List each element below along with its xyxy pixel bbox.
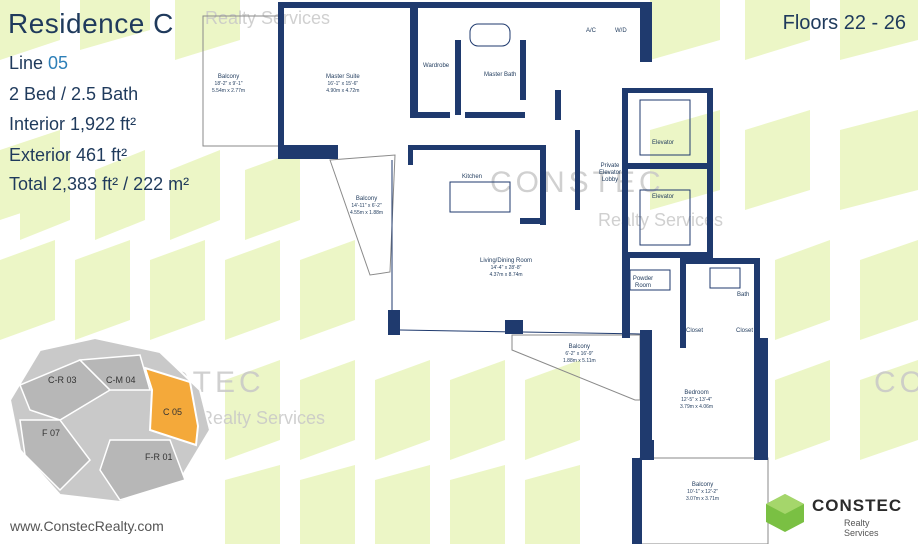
key-label: F 07 — [42, 428, 61, 438]
balcony-mid-outline — [511, 334, 641, 401]
room-name: Balcony — [568, 344, 591, 350]
room-dim-m: 4.90m x 4.72m — [326, 88, 360, 94]
room-name: Kitchen — [462, 174, 483, 180]
room-dim-m: 4.37m x 8.74m — [489, 272, 523, 278]
room-wardrobe: Wardrobe — [423, 63, 449, 70]
interior-info: Interior 1,922 ft² — [9, 114, 136, 135]
page-title: Residence C — [8, 8, 174, 39]
room-name: W/D — [615, 28, 627, 34]
logo-brand: CONSTEC — [812, 496, 903, 515]
website-link[interactable]: www.ConstecRealty.com — [10, 518, 164, 534]
room-name: Wardrobe — [423, 63, 450, 69]
room-name: Closet — [686, 328, 704, 334]
watermark-tag: Realty Services — [200, 408, 326, 428]
room-master-bath: Master Bath — [484, 72, 516, 79]
room-private-lobby: Private Elevator Lobby — [590, 163, 630, 184]
room-name: Balcony — [355, 196, 378, 202]
interior-value: 1,922 ft² — [70, 114, 137, 134]
exterior-label: Exterior — [9, 145, 77, 165]
room-kitchen: Kitchen — [462, 174, 482, 181]
room-closet-1: Closet — [686, 328, 703, 335]
room-dim-m: 1.88m x 5.11m — [563, 358, 596, 364]
room-dim-m: 5.54m x 2.77m — [212, 88, 246, 94]
room-bath: Bath — [737, 292, 749, 299]
room-dim-ft: 6'-2" x 16'-9" — [565, 351, 594, 357]
room-bedroom: Bedroom 12'-5" x 13'-4" 3.79m x 4.06m — [680, 390, 713, 411]
constec-logo: CONSTEC Realty Services — [764, 492, 904, 538]
total-label: Total — [9, 174, 53, 194]
beds-baths: 2 Bed / 2.5 Bath — [9, 84, 139, 104]
room-balcony-left: Balcony 14'-11" x 6'-2" 4.55m x 1.88m — [350, 196, 383, 217]
logo-tagline: Realty Services — [844, 518, 879, 538]
room-elevator-1: Elevator — [652, 140, 674, 147]
room-dim-ft: 10'-1" x 12'-2" — [687, 489, 718, 495]
room-name: Private Elevator Lobby — [598, 163, 621, 183]
room-dim-ft: 18'-2" x 9'-1" — [214, 81, 243, 87]
total-value: 2,383 ft² / 222 m² — [52, 174, 190, 194]
exterior-info: Exterior 461 ft² — [9, 145, 127, 166]
key-plan — [8, 336, 212, 504]
total-info: Total 2,383 ft² / 222 m² — [9, 174, 189, 195]
room-name: Closet — [736, 328, 754, 334]
room-name: Elevator — [652, 194, 675, 200]
balcony-left-outline — [329, 154, 396, 276]
room-ac: A/C — [586, 28, 596, 35]
room-name: Powder Room — [632, 276, 654, 289]
key-label: C 05 — [163, 407, 183, 417]
key-label: C-R 03 — [48, 375, 77, 385]
room-balcony-top: Balcony 18'-2" x 9'-1" 5.54m x 2.77m — [212, 74, 245, 95]
room-name: Bedroom — [684, 390, 709, 396]
room-balcony-bottom: Balcony 10'-1" x 12'-2" 3.07m x 3.71m — [686, 482, 719, 503]
key-label: C-M 04 — [106, 375, 136, 385]
room-name: A/C — [586, 28, 597, 34]
room-name: Bath — [737, 292, 750, 298]
watermark-tag: Realty Services — [205, 8, 331, 28]
room-name: Balcony — [691, 482, 714, 488]
room-dim-ft: 12'-5" x 13'-4" — [681, 397, 712, 403]
room-powder-room: Powder Room — [630, 276, 656, 290]
room-name: Master Bath — [484, 72, 517, 78]
watermark-tag: Realty Services — [598, 210, 724, 230]
key-plan-highlight — [143, 366, 200, 447]
room-wd: W/D — [615, 28, 627, 35]
constec-logo-icon — [766, 494, 804, 532]
room-closet-2: Closet — [736, 328, 753, 335]
room-elevator-2: Elevator — [652, 194, 674, 201]
room-name: Balcony — [217, 74, 240, 80]
interior-label: Interior — [9, 114, 71, 134]
exterior-value: 461 ft² — [76, 145, 128, 165]
room-balcony-mid: Balcony 6'-2" x 16'-9" 1.88m x 5.11m — [563, 344, 596, 365]
room-dim-ft: 16'-1" x 15'-6" — [327, 81, 359, 87]
watermark-brand: CONSTEC — [874, 366, 918, 399]
floors-label: Floors 22 - 26 — [782, 12, 906, 34]
room-name: Master Suite — [326, 74, 360, 80]
room-dim-m: 3.79m x 4.06m — [680, 404, 714, 410]
key-label: F-R 01 — [145, 452, 173, 462]
room-dim-m: 4.55m x 1.88m — [350, 210, 384, 216]
room-living-dining: Living/Dining Room 14'-4" x 28'-8" 4.37m… — [480, 258, 532, 279]
line-value: 05 — [48, 53, 69, 73]
room-name: Living/Dining Room — [480, 258, 533, 264]
line-info: Line 05 — [9, 53, 68, 74]
room-dim-m: 3.07m x 3.71m — [686, 496, 720, 502]
room-name: Elevator — [652, 140, 675, 146]
room-dim-ft: 14'-11" x 6'-2" — [351, 203, 382, 209]
room-dim-ft: 14'-4" x 28'-8" — [490, 265, 522, 271]
line-label: Line — [9, 53, 49, 73]
room-master-suite: Master Suite 16'-1" x 15'-6" 4.90m x 4.7… — [326, 74, 360, 95]
